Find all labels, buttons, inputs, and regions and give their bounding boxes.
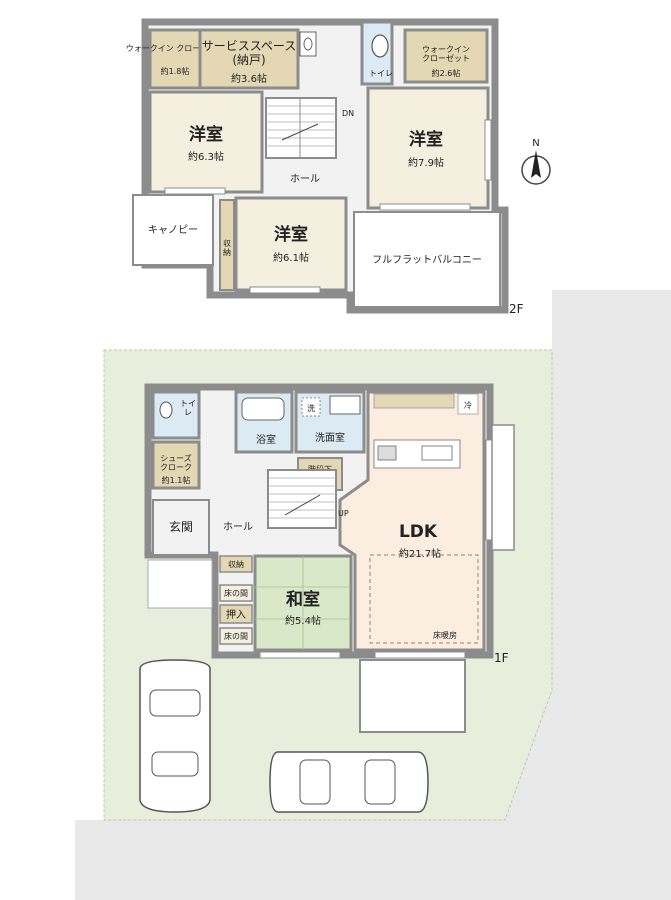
oshiire-name: 押入 [226, 608, 246, 621]
shoes-closet-1f [151, 440, 201, 490]
wash-mark: 洗 [307, 403, 315, 413]
wic-left-2f [148, 28, 202, 90]
service-space-name: サービススペース(納戸) [202, 39, 297, 67]
car-horizontal [269, 751, 429, 813]
shoes-closet-size: 約1.1帖 [162, 475, 191, 485]
oshiire-1f [219, 604, 253, 624]
shoes-closet-name: シューズクローク [160, 453, 192, 472]
western-right-name: 洋室 [409, 129, 443, 150]
wic-left-name: ウォークイン クローゼット [126, 43, 225, 53]
ldk-name: LDK [399, 522, 438, 542]
tokonoma-1-1f [219, 584, 253, 602]
western-left-name: 洋室 [189, 124, 223, 145]
washitsu-size: 約5.4帖 [285, 614, 321, 627]
western-right-size: 約7.9帖 [408, 156, 444, 169]
wic-right-size: 約2.6帖 [432, 68, 461, 78]
hall-2f-name: ホール [290, 173, 320, 185]
western-center-size: 約6.1帖 [273, 251, 309, 264]
wic-left-size: 約1.8帖 [161, 66, 190, 76]
floor-1f: トイレ 浴室 洗 洗面室 冷 LDK 約21.7帖 床暖房 シューズクローク 約… [144, 383, 515, 733]
compass-north: N [532, 138, 539, 149]
floor-2f: ウォークイン クローゼット 約1.8帖 サービススペース(納戸) 約3.6帖 ト… [126, 18, 524, 316]
car-vertical [139, 659, 211, 813]
wic-right-2f [403, 28, 489, 84]
floor-2f-label: 2F [509, 302, 524, 316]
storage-1f-name: 収納 [228, 559, 244, 569]
tokonoma-2-1f [219, 627, 253, 645]
western-left-size: 約6.3帖 [188, 150, 224, 163]
western-center-2f [234, 196, 348, 292]
road [75, 290, 671, 900]
tokonoma-1-name: 床の間 [224, 588, 248, 598]
entrance-1f [152, 499, 210, 556]
entrance-name: 玄関 [169, 519, 193, 534]
toilet-2f-name: トイレ [369, 69, 393, 78]
storage-2f [219, 199, 235, 291]
compass: N [521, 138, 551, 185]
floor-1f-label: 1F [494, 651, 509, 665]
storage-2f-name: 収納 [223, 238, 231, 257]
toilet-1f-name: トイレ [180, 399, 196, 417]
canopy-2f [132, 194, 214, 266]
ldk-size: 約21.7帖 [399, 547, 441, 560]
washitsu-name: 和室 [286, 589, 320, 610]
bath-name: 浴室 [256, 433, 276, 446]
balcony-2f [353, 211, 501, 308]
washroom-name: 洗面室 [315, 431, 345, 444]
balcony-name: フルフラットバルコニー [372, 254, 482, 266]
toilet-1f [151, 390, 201, 440]
wic-right-name: ウォークインクローゼット [422, 45, 470, 63]
tokonoma-2-name: 床の間 [224, 631, 248, 641]
service-space-size: 約3.6帖 [231, 72, 267, 85]
western-center-name: 洋室 [274, 224, 308, 245]
stairs-1f [267, 469, 337, 529]
hall-1f-name: ホール [223, 521, 253, 533]
stairs-2f [265, 97, 337, 159]
stair-up-label: UP [338, 509, 349, 518]
western-left-2f [148, 90, 264, 194]
canopy-name: キャノピー [148, 224, 198, 236]
floor-heating-label: 床暖房 [433, 630, 457, 640]
stair-dn-label: DN [342, 109, 354, 118]
service-space-2f [198, 28, 300, 90]
fridge-mark: 冷 [464, 400, 472, 410]
storage-1f [219, 555, 253, 573]
